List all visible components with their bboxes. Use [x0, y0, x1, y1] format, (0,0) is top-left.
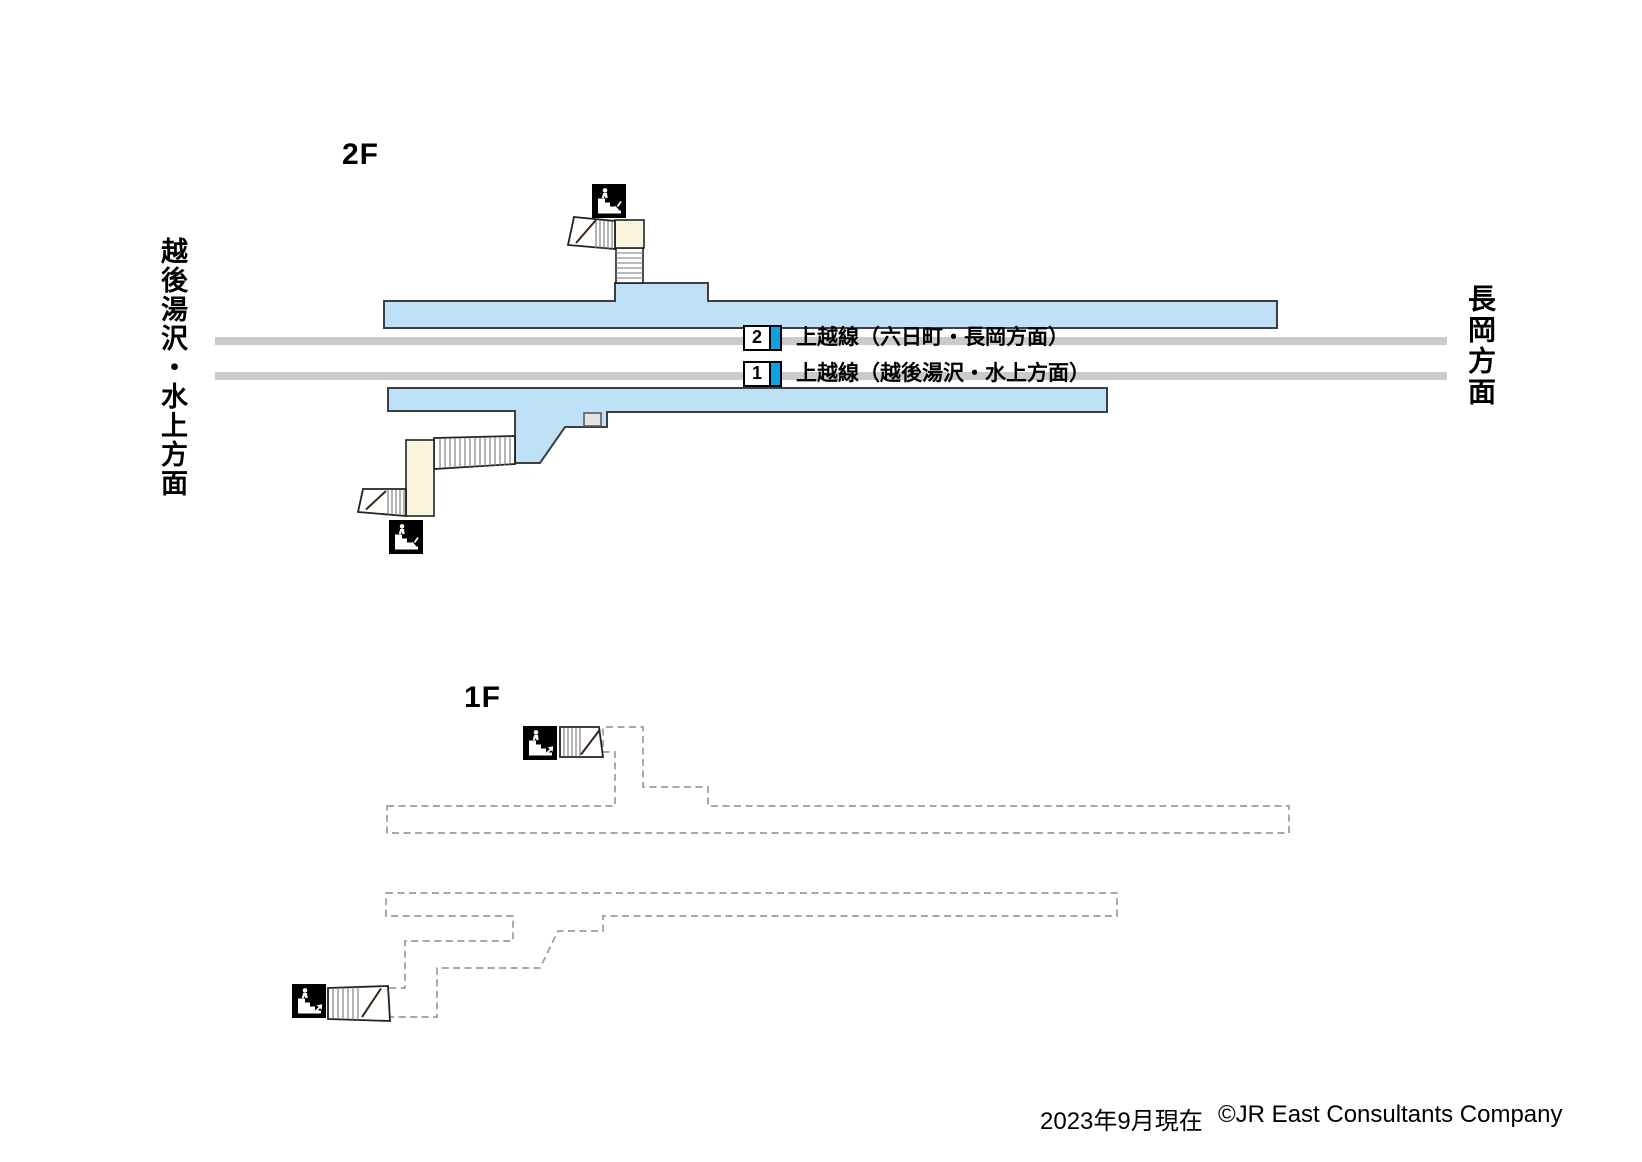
copyright-note: ©JR East Consultants Company [1218, 1101, 1563, 1128]
stair-flight-1f-north [559, 726, 605, 758]
stair-treads [332, 987, 359, 1020]
track-2-badge: 2 [743, 325, 782, 351]
stair-slope-line [361, 987, 382, 1018]
stair-slope-line [575, 219, 597, 244]
platform-structure-box [583, 412, 602, 427]
stair-landing-south [405, 439, 435, 517]
stairs-down-icon [592, 184, 626, 218]
stair-slope-line [365, 490, 387, 511]
direction-right-label: 長岡方面 [1465, 284, 1496, 408]
stairs-up-icon [523, 726, 557, 760]
floor1-south-outline [385, 892, 1118, 1018]
floor-1f-label: 1F [464, 681, 502, 714]
stair-landing-north [614, 219, 645, 249]
map-date-note: 2023年9月現在 [1040, 1108, 1203, 1135]
stair-treads [595, 220, 613, 249]
track-1-line-label: 上越線（越後湯沢・水上方面） [796, 362, 1090, 385]
floor1-north-outline [386, 726, 1290, 834]
track-1-color-bar [769, 363, 780, 385]
track-2-color-bar [769, 327, 780, 349]
stair-slope-line [580, 728, 601, 756]
stair-flight-lower-south [356, 488, 407, 517]
track-2-line-label: 上越線（六日町・長岡方面） [796, 326, 1069, 349]
stair-flight-1f-south [327, 985, 391, 1022]
stair-treads [616, 252, 643, 279]
track-1-badge: 1 [743, 361, 782, 387]
floor-2f-label: 2F [342, 138, 380, 171]
track-1-line [215, 372, 1447, 380]
stair-treads [563, 727, 581, 757]
stair-treads [439, 436, 511, 469]
stair-treads [387, 489, 405, 516]
platform-track2-shape [383, 282, 1278, 329]
track-1-number: 1 [751, 363, 762, 383]
track-2-number: 2 [751, 327, 762, 347]
stair-flight-horizontal-north [566, 216, 616, 250]
stairs-up-icon [292, 984, 326, 1018]
platform-track1-shape [387, 387, 1108, 464]
direction-left-label: 越後湯沢・水上方面 [157, 237, 187, 498]
track-2-line [215, 337, 1447, 345]
stairs-down-icon [389, 520, 423, 554]
